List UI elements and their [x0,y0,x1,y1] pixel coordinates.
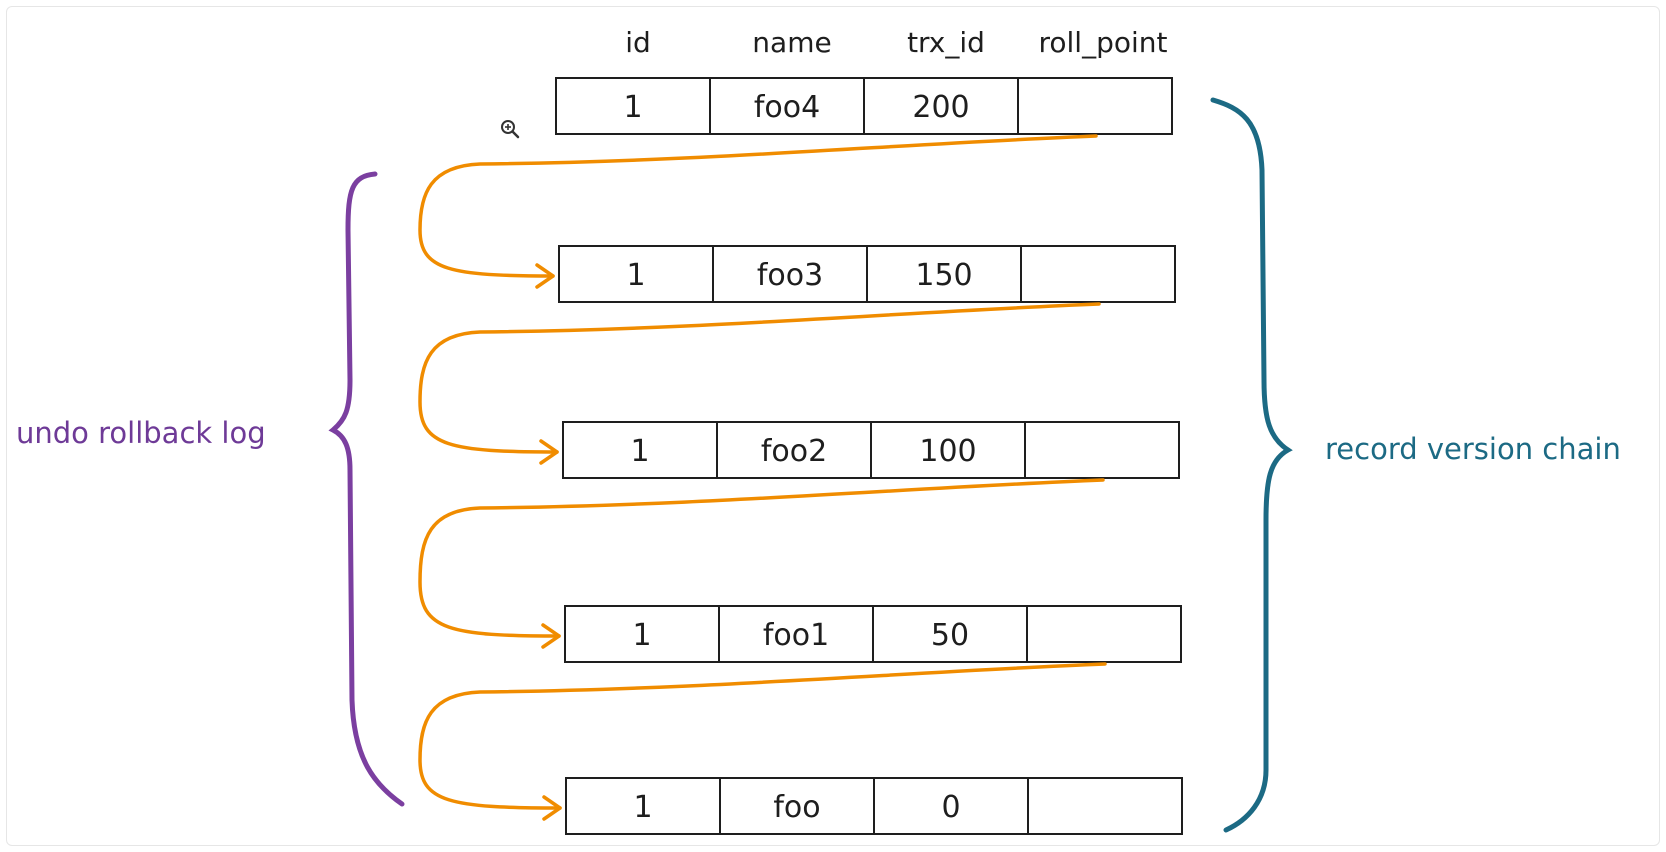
cell-name: foo1 [763,618,829,653]
cell-roll-point-box [1026,605,1182,663]
table-row: 1 foo3 150 [558,245,1176,303]
rollback-arrows [418,134,1107,821]
rollback-arrow [418,662,1107,810]
cell-trx-id: 150 [915,258,972,293]
cell-roll-point-box [1027,777,1183,835]
cell-trx-id: 200 [912,90,969,125]
cell-roll-point-box [1020,245,1176,303]
rollback-arrow [418,134,1098,278]
cell-name: foo3 [757,258,823,293]
column-headers: id name trx_id roll_point [625,26,1167,59]
cell-id: 1 [633,790,652,825]
cell-name: foo [773,790,820,825]
arrow-head [541,623,561,649]
cell-trx-id: 100 [919,434,976,469]
record-version-chain-label: record version chain [1325,432,1621,466]
cell-id: 1 [630,434,649,469]
table-row: 1 foo1 50 [564,605,1182,663]
cell-trx-id: 0 [941,790,960,825]
arrow-head [542,795,562,821]
record-rows: 1 foo4 200 1 foo3 150 1 foo2 100 1 foo1 50 1 foo 0 [555,77,1183,835]
cell-id: 1 [632,618,651,653]
cell-id: 1 [626,258,645,293]
canvas-frame [6,6,1660,846]
header-roll-point: roll_point [1039,26,1168,59]
version-chain-brace [1210,97,1293,833]
header-trx-id: trx_id [907,26,985,59]
rollback-arrow [418,478,1105,638]
cell-roll-point-box [1017,77,1173,135]
header-id: id [625,26,651,59]
undo-log-brace [328,171,405,807]
cell-roll-point-box [1024,421,1180,479]
undo-rollback-log-label: undo rollback log [16,416,266,450]
header-name: name [752,26,831,59]
table-row: 1 foo 0 [565,777,1183,835]
cell-trx-id: 50 [931,618,969,653]
arrow-head [539,439,559,465]
cell-id: 1 [623,90,642,125]
cell-name: foo2 [761,434,827,469]
zoom-in-icon[interactable] [499,118,521,140]
rollback-arrow [418,302,1101,454]
arrow-head [535,263,555,289]
table-row: 1 foo2 100 [562,421,1180,479]
table-row: 1 foo4 200 [555,77,1173,135]
cell-name: foo4 [754,90,820,125]
